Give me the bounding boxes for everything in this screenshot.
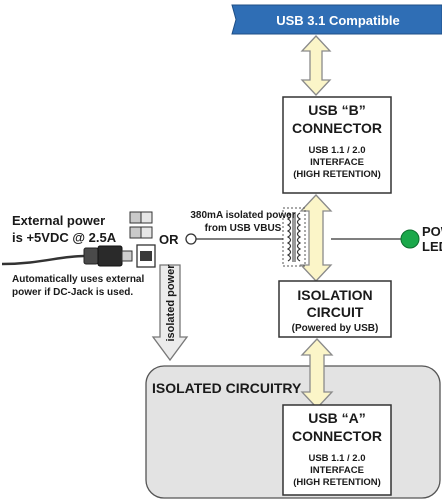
external-power-note-1: Automatically uses external <box>12 274 144 285</box>
power-led-icon <box>400 229 420 249</box>
usb-b-title-2: CONNECTOR <box>292 120 382 136</box>
isolated-circuitry-label: ISOLATED CIRCUITRY <box>152 380 302 396</box>
isolation-circuit-box: ISOLATION CIRCUIT (Powered by USB) <box>278 280 392 338</box>
power-led-label-1: POWER <box>422 224 442 239</box>
usb-power-label-1: 380mA isolated power <box>190 210 295 221</box>
usb-b-connector-box: USB “B” CONNECTOR USB 1.1 / 2.0 INTERFAC… <box>282 96 392 194</box>
usb-a-title-1: USB “A” <box>308 410 366 426</box>
usb-a-connector-box: USB “A” CONNECTOR USB 1.1 / 2.0 INTERFAC… <box>282 404 392 496</box>
usb-a-detail-1: USB 1.1 / 2.0 <box>308 453 365 464</box>
isolation-transformer-icon <box>282 207 306 267</box>
usb-b-detail-2: INTERFACE <box>310 157 364 168</box>
isolation-title-2: CIRCUIT <box>307 304 364 320</box>
isolated-power-label: isolated power <box>165 264 177 342</box>
banner-label: USB 3.1 Compatible <box>276 13 400 28</box>
usb-a-detail-3: (HIGH RETENTION) <box>293 477 381 488</box>
terminal-block-icon <box>129 211 153 239</box>
usb-b-detail-3: (HIGH RETENTION) <box>293 169 381 180</box>
external-power-line-2: is +5VDC @ 2.5A <box>12 230 117 245</box>
usb-power-label-2: from USB VBUS <box>205 223 282 234</box>
or-label: OR <box>159 232 179 247</box>
dc-jack-plug-icon <box>1 244 156 268</box>
isolated-power-arrow <box>151 264 189 362</box>
isolation-detail-1: (Powered by USB) <box>292 323 379 334</box>
usb31-banner: USB 3.1 Compatible <box>231 4 442 35</box>
usb-a-detail-2: INTERFACE <box>310 465 364 476</box>
isolation-title-1: ISOLATION <box>297 287 372 303</box>
usb-b-title-1: USB “B” <box>308 102 366 118</box>
external-power-line-1: External power <box>12 213 105 228</box>
or-junction-node <box>185 233 197 245</box>
usb-b-detail-1: USB 1.1 / 2.0 <box>308 145 365 156</box>
usb-link-arrow-top <box>300 35 332 96</box>
power-led-label-2: LED <box>422 239 442 254</box>
usb-a-title-2: CONNECTOR <box>292 428 382 444</box>
external-power-note-2: power if DC-Jack is used. <box>12 287 133 298</box>
